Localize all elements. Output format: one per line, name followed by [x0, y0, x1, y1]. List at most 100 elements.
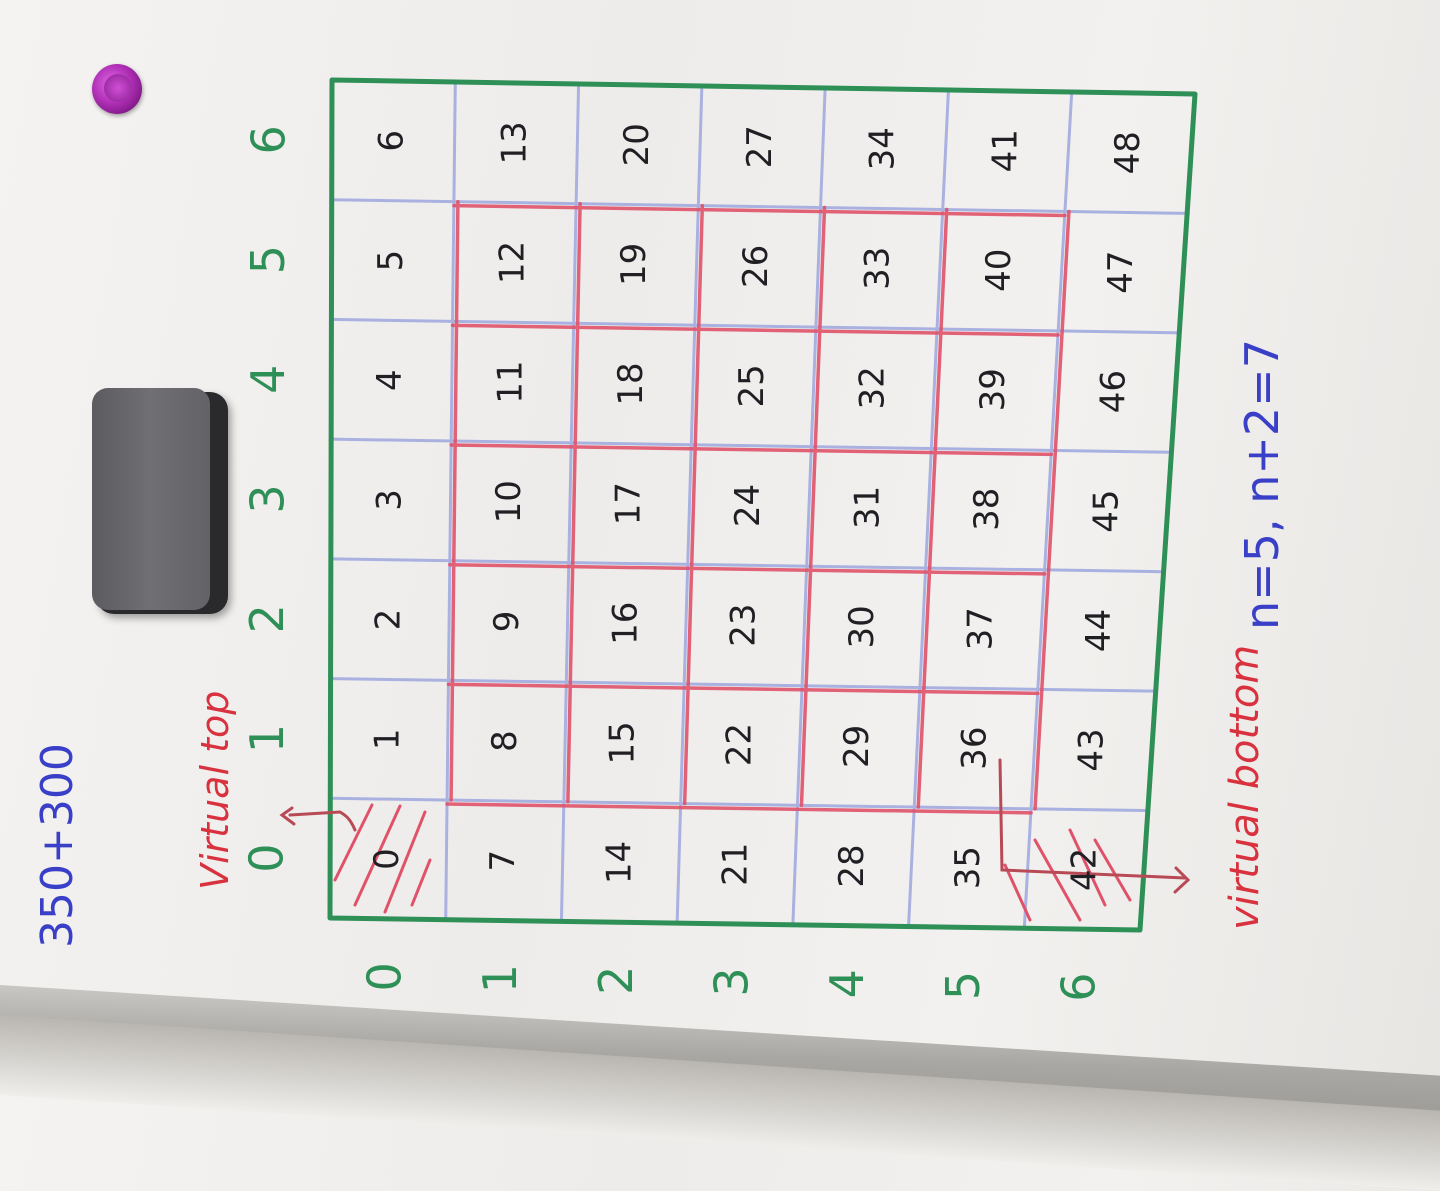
- grid-cell-number: 18: [611, 362, 651, 405]
- grid-cell-number: 37: [961, 607, 1001, 650]
- grid-cell-number: 15: [602, 721, 642, 764]
- grid-cell-number: 11: [491, 360, 531, 403]
- region-line-row: [682, 203, 705, 806]
- grid-cell-number: 10: [489, 480, 529, 523]
- grid-cell-number: 8: [485, 730, 525, 752]
- grid-cell-number: 7: [483, 850, 523, 872]
- column-index: 2: [240, 604, 294, 633]
- column-index: 6: [241, 125, 295, 154]
- grid-cell-number: 40: [979, 249, 1019, 292]
- grid-cell-number: 41: [985, 129, 1025, 172]
- grid-line-col: [328, 796, 1150, 813]
- grid-cell-number: 23: [724, 603, 764, 646]
- region-line-row: [449, 199, 460, 802]
- column-index: 4: [241, 365, 295, 394]
- virtual-region-lines: [445, 199, 1071, 815]
- grid-cell-number: 36: [954, 727, 994, 770]
- grid-cell-number: 25: [732, 364, 772, 407]
- cell-numbers: 0123456789101112131415161718192021222324…: [367, 121, 1148, 891]
- magnet-center: [104, 74, 132, 102]
- column-index-labels: 0 1 2 3 4 5 6: [240, 125, 296, 873]
- row-index: 3: [705, 967, 759, 996]
- grid-cell-number: 46: [1094, 370, 1134, 413]
- grid-line-col: [329, 437, 1173, 454]
- grid-line-col: [329, 317, 1181, 335]
- grid-line-row: [675, 84, 704, 925]
- region-line-row: [799, 205, 827, 808]
- grid-cell-number: 17: [608, 482, 648, 525]
- formula-note: n=5, n+2=7: [1235, 339, 1289, 630]
- grid-cell-number: 42: [1064, 848, 1104, 891]
- grid-cell-number: 24: [728, 484, 768, 527]
- grid-cell-number: 32: [852, 366, 892, 409]
- row-index: 0: [357, 962, 411, 991]
- column-index: 5: [241, 245, 295, 274]
- grid-cell-number: 34: [863, 127, 903, 170]
- virtual-bottom-label: virtual bottom: [1222, 645, 1268, 930]
- grid-cell-number: 20: [617, 123, 657, 166]
- region-line-col: [448, 562, 1047, 576]
- row-index: 1: [473, 964, 527, 993]
- grid-cell-number: 43: [1072, 728, 1112, 771]
- grid-cell-number: 47: [1101, 251, 1141, 294]
- grid-cell-number: 38: [967, 488, 1007, 531]
- grid-cell-number: 39: [973, 368, 1013, 411]
- grid-cell-number: 5: [371, 250, 411, 272]
- grid-lines: [328, 80, 1189, 930]
- grid-cell-number: 33: [858, 247, 898, 290]
- column-index: 1: [240, 724, 294, 753]
- grid-cell-number: 1: [368, 728, 408, 750]
- grid-cell-number: 30: [842, 605, 882, 648]
- row-index-labels: 0 1 2 3 4 5 6: [357, 962, 1105, 1002]
- grid-line-row: [559, 82, 581, 923]
- grid-line-col: [329, 677, 1158, 693]
- region-line-col: [450, 323, 1060, 337]
- virtual-top-label: Virtual top: [193, 691, 237, 890]
- grid-cell-number: 9: [487, 611, 527, 633]
- grid-cell-number: 45: [1086, 489, 1126, 532]
- eraser-icon: [92, 388, 210, 610]
- grid-line-col: [329, 557, 1166, 574]
- grid-border: [327, 77, 1198, 933]
- region-line-row: [566, 201, 582, 804]
- grid-cell-number: 48: [1108, 131, 1148, 174]
- grid-cell-number: 22: [720, 723, 760, 766]
- grid-line-row: [1022, 90, 1074, 930]
- region-line-row: [1033, 209, 1071, 811]
- region-line-col: [452, 203, 1067, 218]
- grid-cell-number: 44: [1079, 609, 1119, 652]
- row-index: 4: [820, 969, 874, 998]
- region-line-col: [445, 802, 1033, 815]
- grid-cell-number: 16: [605, 602, 645, 645]
- region-line-col: [449, 443, 1054, 457]
- grid-cell-number: 13: [494, 121, 534, 164]
- grid-line-row: [907, 88, 950, 929]
- grid-cell-number: 35: [948, 846, 988, 889]
- grid-cell-number: 31: [847, 486, 887, 529]
- grid-cell-number: 21: [716, 843, 756, 886]
- region-line-row: [916, 207, 949, 809]
- hatch-marks: [333, 803, 1132, 922]
- grid-line-col: [330, 198, 1189, 215]
- grid-line-row: [444, 80, 457, 922]
- grid-cell-number: 4: [370, 369, 410, 391]
- virtual-arrows: [279, 758, 1191, 894]
- grid-cell-number: 2: [368, 609, 408, 631]
- top-left-note: 350+300: [32, 743, 83, 948]
- region-line-col: [446, 682, 1040, 696]
- column-index: 3: [241, 484, 295, 513]
- grid-cell-number: 6: [372, 130, 412, 152]
- grid-cell-number: 19: [614, 243, 654, 286]
- grid-cell-number: 12: [493, 241, 533, 284]
- row-index: 5: [936, 971, 990, 1000]
- grid-cell-number: 14: [599, 841, 639, 884]
- grid-cell-number: 0: [367, 848, 407, 870]
- grid-cell-number: 29: [837, 725, 877, 768]
- row-index: 2: [589, 966, 643, 995]
- grid-cell-number: 26: [736, 245, 776, 288]
- row-index: 6: [1052, 973, 1106, 1002]
- grid-cell-number: 3: [369, 489, 409, 511]
- column-index: 0: [240, 844, 294, 873]
- grid-line-row: [791, 86, 827, 927]
